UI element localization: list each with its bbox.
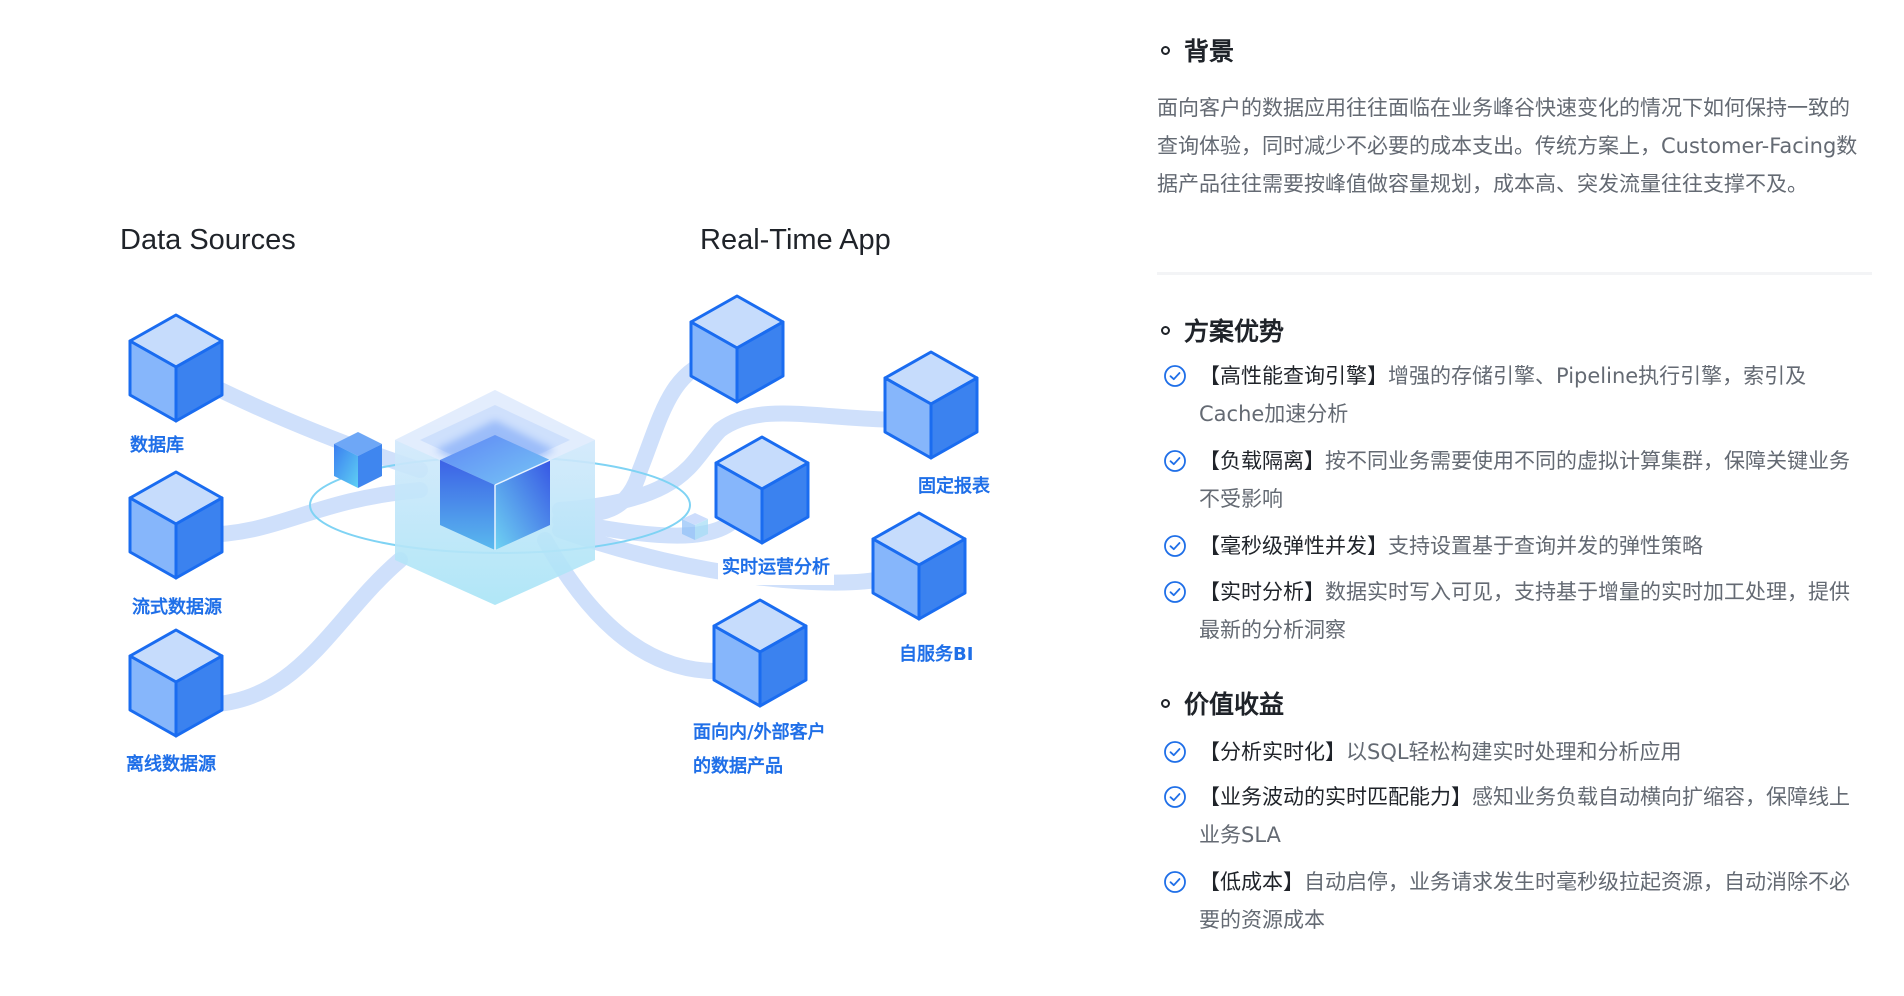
source-label-database: 数据库 xyxy=(130,435,184,456)
data-sources-title: Data Sources xyxy=(120,224,296,256)
source-cube-stream xyxy=(128,470,224,580)
check-circle-icon xyxy=(1164,786,1186,808)
item-description: 支持设置基于查询并发的弹性策略 xyxy=(1388,534,1703,558)
architecture-diagram: Data Sources Real-Time App 数据库 流式数据源 离线数… xyxy=(120,224,990,778)
flow-database xyxy=(192,372,428,478)
app-cube-top xyxy=(689,294,785,404)
check-circle-icon xyxy=(1164,450,1186,472)
app-label-data-product-line2: 的数据产品 xyxy=(693,756,783,777)
item-key: 【低成本】 xyxy=(1199,870,1304,894)
item-description: 以SQL轻松构建实时处理和分析应用 xyxy=(1346,740,1682,764)
item-description: 自动启停，业务请求发生时毫秒级拉起资源，自动消除不必要的资源成本 xyxy=(1199,870,1850,932)
item-key: 【分析实时化】 xyxy=(1199,740,1346,764)
heading-text: 价值收益 xyxy=(1184,690,1285,719)
list-item: 【高性能查询引擎】增强的存储引擎、Pipeline执行引擎，索引及Cache加速… xyxy=(1157,357,1877,433)
item-text: 【业务波动的实时匹配能力】感知业务负载自动横向扩缩容，保障线上业务SLA xyxy=(1199,778,1869,854)
source-label-offline: 离线数据源 xyxy=(126,754,216,775)
list-item: 【实时分析】数据实时写入可见，支持基于增量的实时加工处理，提供最新的分析洞察 xyxy=(1157,573,1877,649)
item-text: 【低成本】自动启停，业务请求发生时毫秒级拉起资源，自动消除不必要的资源成本 xyxy=(1199,863,1869,939)
heading-bullet-icon xyxy=(1161,325,1170,335)
app-label-self-service-bi: 自服务BI xyxy=(899,644,974,665)
app-cube-fixed-report xyxy=(883,350,979,460)
compute-engine-cube xyxy=(395,390,595,605)
item-text: 【分析实时化】以SQL轻松构建实时处理和分析应用 xyxy=(1199,733,1869,771)
flow-report xyxy=(552,405,913,518)
diagram-graphics xyxy=(128,294,979,738)
heading-bullet-icon xyxy=(1161,698,1170,708)
item-key: 【高性能查询引擎】 xyxy=(1199,364,1388,388)
source-label-stream: 流式数据源 xyxy=(132,597,222,618)
check-circle-icon xyxy=(1164,535,1186,557)
item-text: 【高性能查询引擎】增强的存储引擎、Pipeline执行引擎，索引及Cache加速… xyxy=(1199,357,1869,433)
item-key: 【业务波动的实时匹配能力】 xyxy=(1199,785,1472,809)
item-key: 【毫秒级弹性并发】 xyxy=(1199,534,1388,558)
item-description: 按不同业务需要使用不同的虚拟计算集群，保障关键业务不受影响 xyxy=(1199,449,1850,511)
app-cube-data-product xyxy=(712,598,808,708)
small-transit-cube xyxy=(334,432,382,488)
check-circle-icon xyxy=(1164,365,1186,387)
section-heading-background: 背景 xyxy=(1157,32,1234,68)
app-label-data-product-line1: 面向内/外部客户 xyxy=(693,722,826,743)
item-text: 【负载隔离】按不同业务需要使用不同的虚拟计算集群，保障关键业务不受影响 xyxy=(1199,442,1869,518)
item-key: 【实时分析】 xyxy=(1199,580,1325,604)
flow-offline xyxy=(192,552,408,713)
heading-text: 方案优势 xyxy=(1184,317,1285,346)
check-circle-icon xyxy=(1164,581,1186,603)
check-circle-icon xyxy=(1164,741,1186,763)
item-description: 感知业务负载自动横向扩缩容，保障线上业务SLA xyxy=(1199,785,1850,847)
section-heading-advantages: 方案优势 xyxy=(1157,312,1284,348)
item-text: 【毫秒级弹性并发】支持设置基于查询并发的弹性策略 xyxy=(1199,527,1869,565)
small-glass-cube xyxy=(682,513,708,540)
item-description: 数据实时写入可见，支持基于增量的实时加工处理，提供最新的分析洞察 xyxy=(1199,580,1850,642)
list-item: 【毫秒级弹性并发】支持设置基于查询并发的弹性策略 xyxy=(1157,527,1877,565)
item-key: 【负载隔离】 xyxy=(1199,449,1325,473)
list-item: 【负载隔离】按不同业务需要使用不同的虚拟计算集群，保障关键业务不受影响 xyxy=(1157,442,1877,518)
list-item: 【低成本】自动启停，业务请求发生时毫秒级拉起资源，自动消除不必要的资源成本 xyxy=(1157,863,1877,939)
heading-bullet-icon xyxy=(1161,45,1170,55)
app-label-realtime-ops: 实时运营分析 xyxy=(718,551,834,585)
source-cube-offline xyxy=(128,628,224,738)
real-time-app-title: Real-Time App xyxy=(700,224,891,256)
app-cube-realtime-ops xyxy=(714,435,810,545)
item-text: 【实时分析】数据实时写入可见，支持基于增量的实时加工处理，提供最新的分析洞察 xyxy=(1199,573,1869,649)
background-paragraph: 面向客户的数据应用往往面临在业务峰谷快速变化的情况下如何保持一致的查询体验，同时… xyxy=(1157,96,1858,196)
flow-stream xyxy=(192,482,428,543)
list-item: 【分析实时化】以SQL轻松构建实时处理和分析应用 xyxy=(1157,733,1877,771)
check-circle-icon xyxy=(1164,871,1186,893)
list-item: 【业务波动的实时匹配能力】感知业务负载自动横向扩缩容，保障线上业务SLA xyxy=(1157,778,1877,854)
section-heading-value: 价值收益 xyxy=(1157,685,1284,721)
section-divider xyxy=(1157,272,1872,275)
app-label-fixed-report: 固定报表 xyxy=(918,476,990,497)
app-cube-self-service-bi xyxy=(871,511,967,621)
heading-text: 背景 xyxy=(1184,37,1235,66)
item-description: 增强的存储引擎、Pipeline执行引擎，索引及Cache加速分析 xyxy=(1199,364,1807,426)
source-cube-database xyxy=(128,313,224,423)
